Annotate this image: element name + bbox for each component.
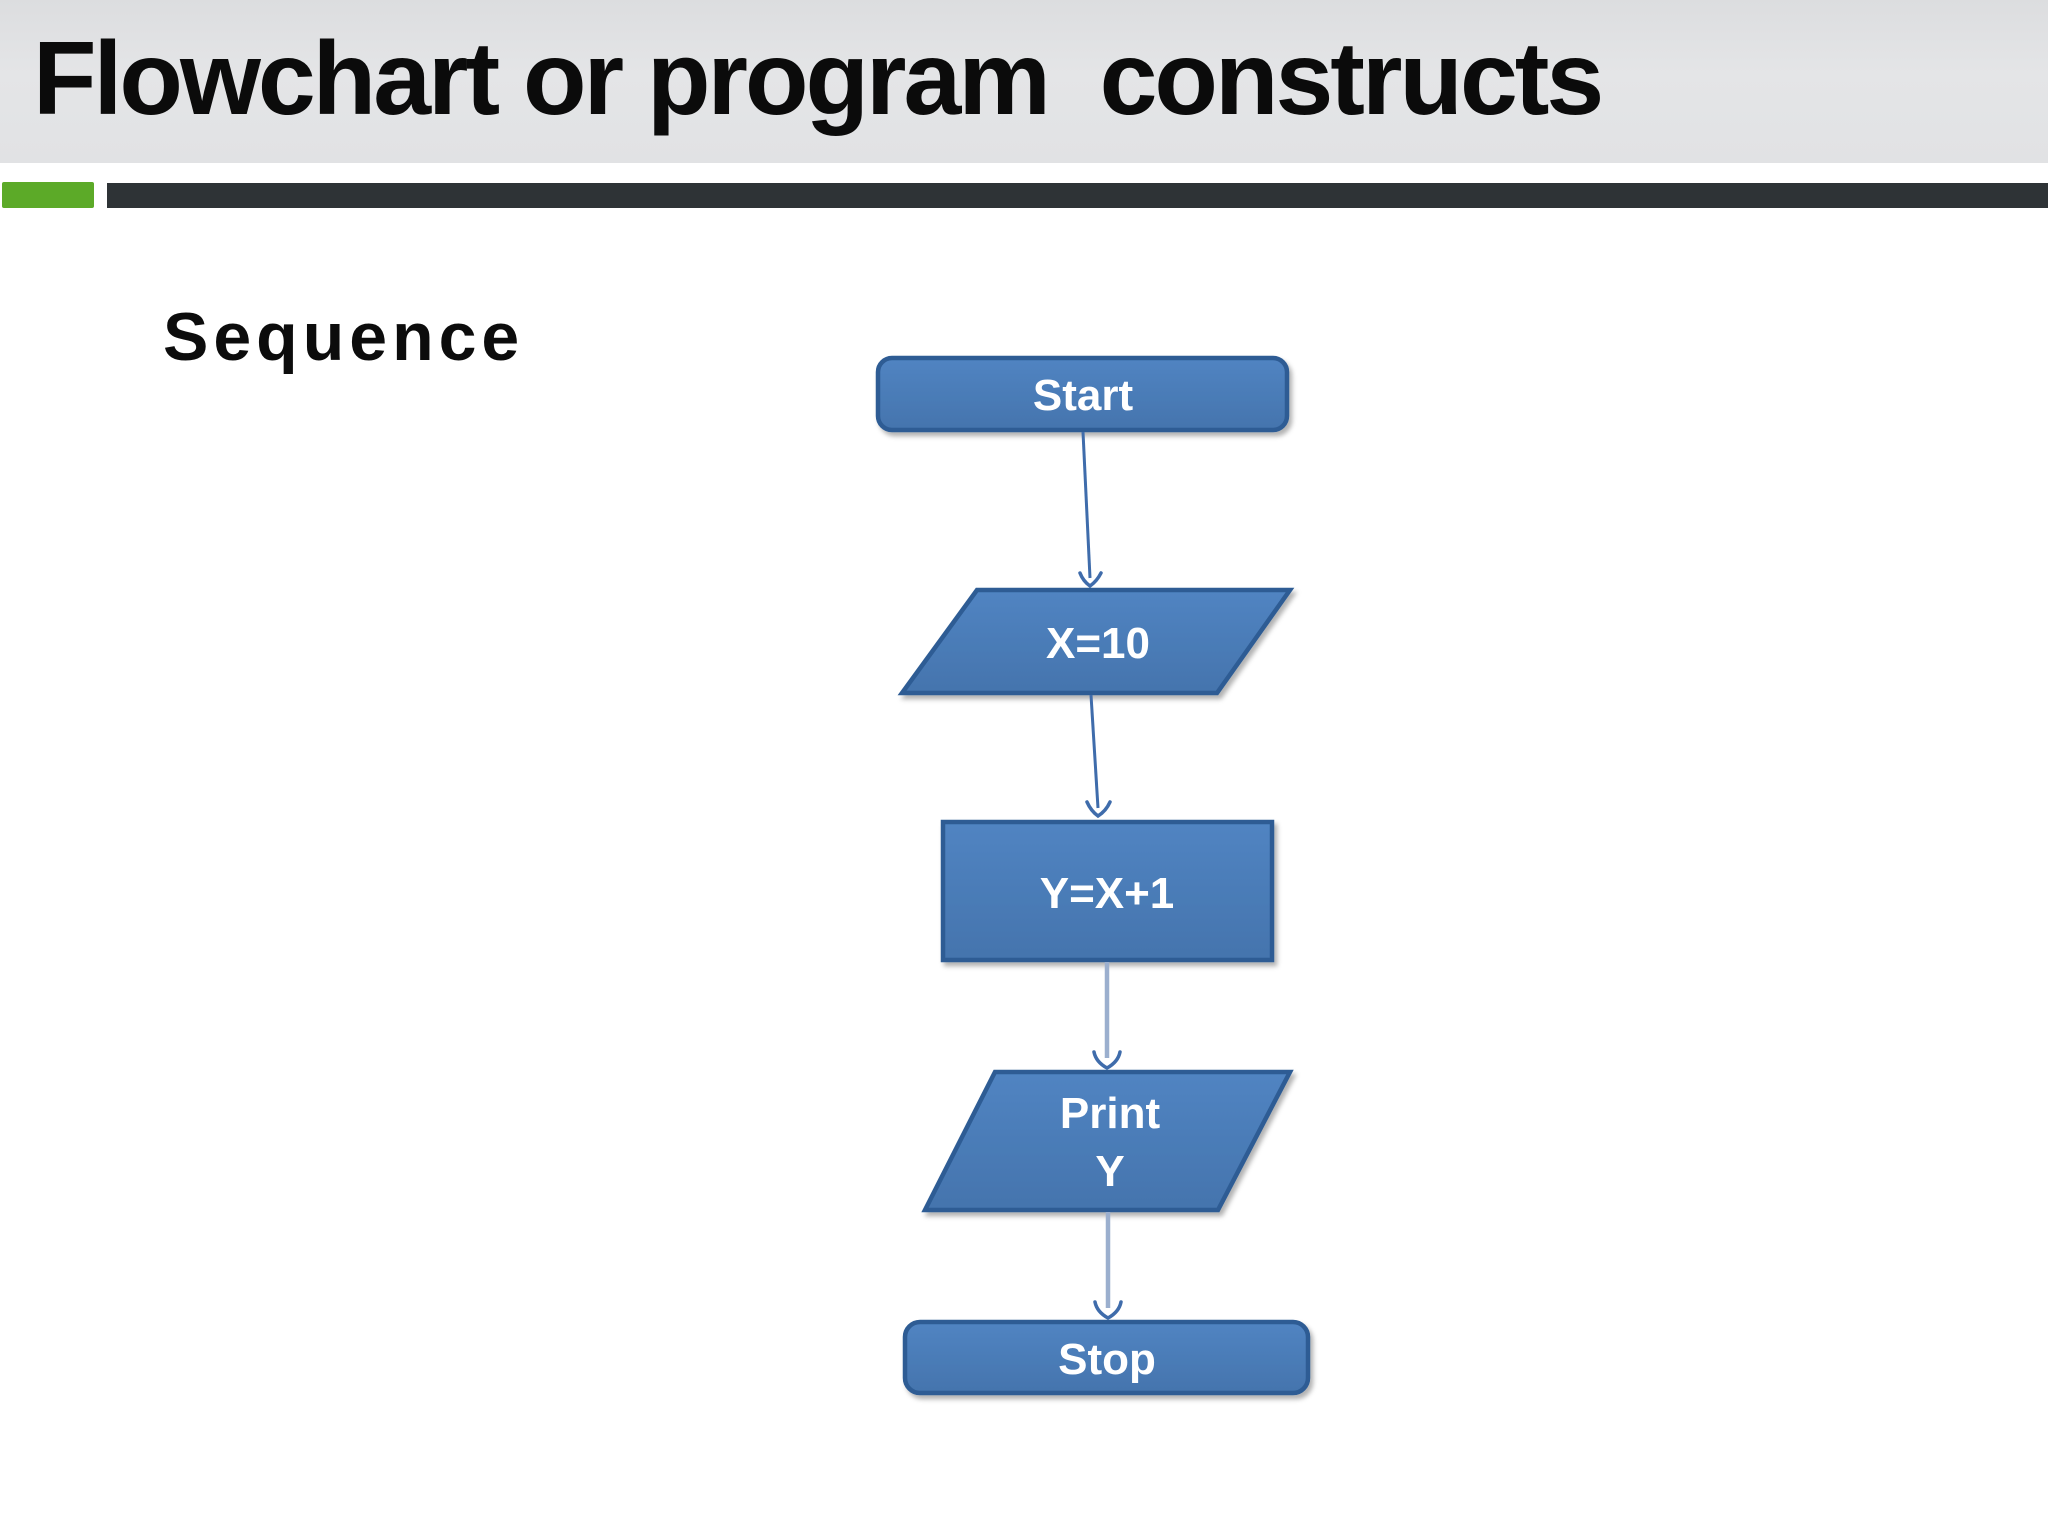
- accent-bar-green: [2, 182, 94, 208]
- arrow-line: [1089, 694, 1100, 809]
- start-node-shape: [875, 355, 1290, 433]
- section-label: Sequence: [163, 299, 525, 375]
- flow-arrow-input-to-process: [1085, 694, 1112, 819]
- arrow-line: [1081, 431, 1092, 579]
- output-node-label-line1: Print: [1060, 1089, 1161, 1138]
- flowchart-canvas: Start X=10 Y=X+1 Print: [875, 355, 1311, 1396]
- stop-node-shape: [902, 1319, 1311, 1396]
- arrowhead-icon: [1085, 800, 1112, 819]
- process-node-label: Y=X+1: [1040, 869, 1175, 918]
- slide-header: Flowchart or program constructs: [0, 0, 2048, 163]
- flow-arrow-output-to-stop: [1093, 1212, 1123, 1320]
- output-node-label-line2: Y: [1095, 1147, 1124, 1196]
- arrowhead-icon: [1092, 1050, 1122, 1070]
- stop-node-label: Stop: [1058, 1335, 1156, 1384]
- slide-title: Flowchart or program constructs: [33, 21, 1604, 137]
- start-node-label: Start: [1033, 371, 1134, 420]
- flowchart-node-start: Start: [875, 355, 1290, 433]
- output-node-shape: [921, 1069, 1294, 1213]
- flowchart-node-output: Print Y: [921, 1069, 1294, 1213]
- arrowhead-icon: [1093, 1300, 1123, 1320]
- flow-arrow-start-to-input: [1078, 431, 1103, 589]
- process-node-shape: [940, 819, 1275, 963]
- input-node-label: X=10: [1046, 619, 1150, 668]
- arrowhead-icon: [1078, 571, 1103, 589]
- accent-bar-dark: [107, 183, 2048, 208]
- flowchart-node-input: X=10: [897, 587, 1295, 696]
- flow-arrow-process-to-output: [1092, 962, 1122, 1070]
- flowchart-node-process: Y=X+1: [940, 819, 1275, 963]
- input-node-shape: [897, 587, 1295, 696]
- flowchart-node-stop: Stop: [902, 1319, 1311, 1396]
